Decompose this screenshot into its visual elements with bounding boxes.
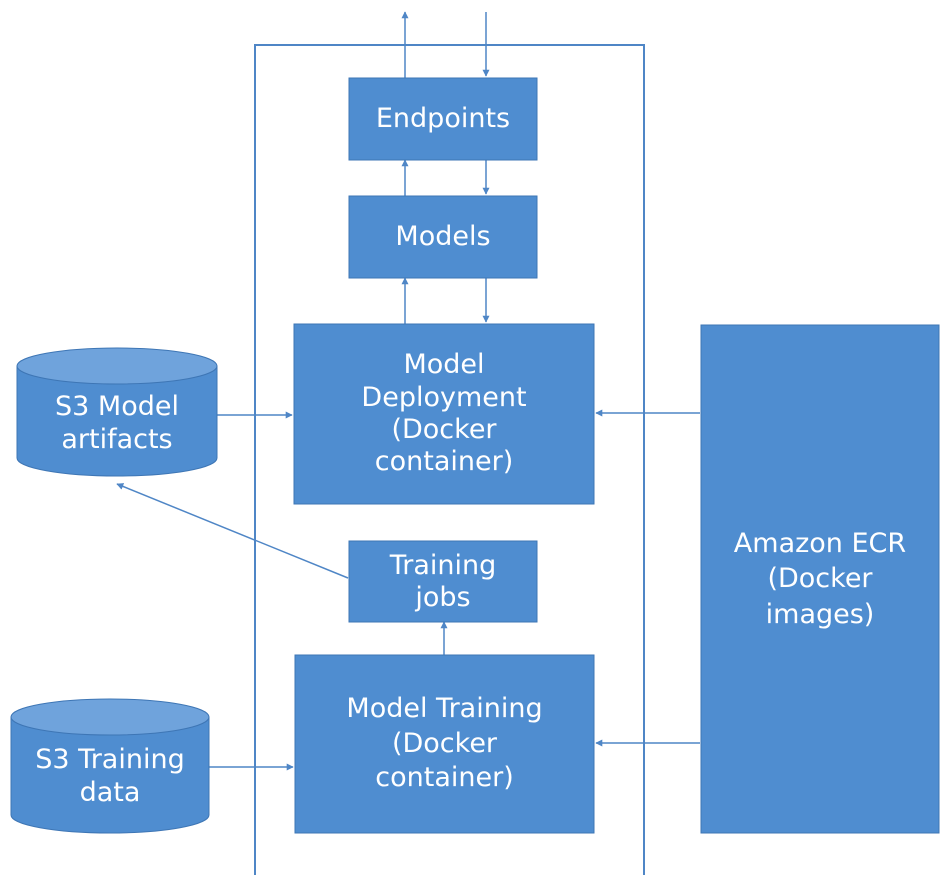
connectors bbox=[116, 11, 700, 771]
training-jobs-box bbox=[348, 540, 538, 623]
s3-model-artifacts-cylinder bbox=[16, 347, 218, 477]
model-training-box bbox=[294, 654, 595, 834]
service-boundary-frame bbox=[254, 44, 645, 875]
amazon-ecr-box bbox=[700, 324, 940, 834]
s3-training-data-cylinder bbox=[10, 698, 210, 834]
endpoints-box bbox=[348, 77, 538, 161]
training-jobs-to-s3-artifacts-arrow bbox=[116, 483, 349, 579]
models-box bbox=[348, 195, 538, 279]
model-deployment-box bbox=[293, 323, 595, 505]
